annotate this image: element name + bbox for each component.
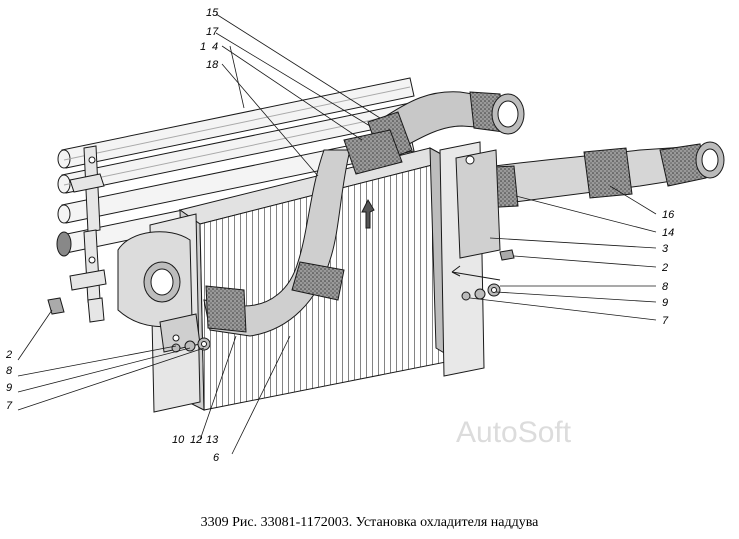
- label-7-left: 7: [6, 400, 13, 412]
- label-8-left: 8: [6, 365, 13, 377]
- label-3-right: 3: [662, 243, 669, 255]
- label-2-left: 2: [5, 349, 12, 361]
- label-16: 16: [662, 209, 675, 221]
- label-13: 13: [206, 434, 219, 446]
- label-2-right: 2: [661, 262, 668, 274]
- label-17: 17: [206, 26, 219, 38]
- callout-labels: 15 17 1 4 18 16 14 3 2 8 9 7 2 8 9 7 10 …: [5, 7, 675, 464]
- left-bracket: [69, 145, 107, 323]
- leader-lines: [17, 13, 657, 455]
- right-air-pipe: [475, 141, 725, 209]
- main-charge-hose: [203, 129, 403, 337]
- right-fasteners: [461, 249, 515, 301]
- label-12: 12: [190, 434, 202, 446]
- label-1: 1: [200, 41, 206, 53]
- label-7-right: 7: [662, 315, 669, 327]
- label-8-right: 8: [662, 281, 669, 293]
- left-fasteners: [47, 297, 211, 353]
- label-9-right: 9: [662, 297, 668, 309]
- watermark: AutoSoft: [456, 416, 572, 449]
- label-9-left: 9: [6, 382, 12, 394]
- label-18: 18: [206, 59, 219, 71]
- label-15: 15: [206, 7, 219, 19]
- label-10: 10: [172, 434, 185, 446]
- label-6: 6: [213, 452, 220, 464]
- label-4: 4: [212, 41, 218, 53]
- assembly-arrow: [451, 265, 501, 281]
- figure-caption: 3309 Рис. 33081-1172003. Установка охлад…: [200, 515, 539, 530]
- label-14: 14: [662, 227, 674, 239]
